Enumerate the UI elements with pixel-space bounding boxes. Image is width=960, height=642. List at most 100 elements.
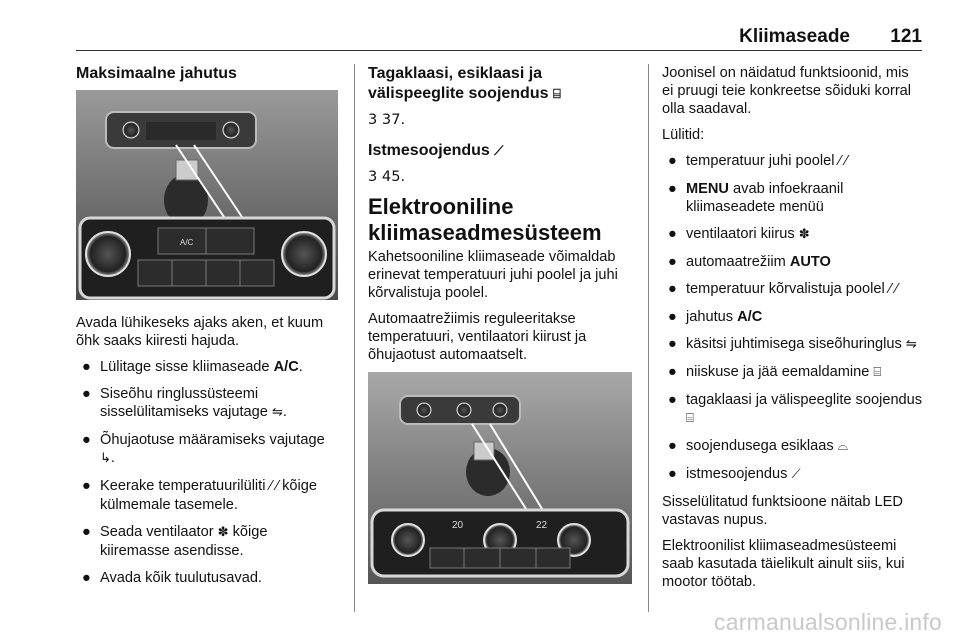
bullet-icon: ●	[668, 226, 677, 242]
column-2: Tagaklaasi, esiklaasi ja välispeeglite s…	[368, 64, 634, 584]
bullet-icon: ●	[668, 364, 677, 380]
chapter-title: Elektrooniline kliimaseadmesüsteem	[368, 194, 602, 245]
switches-label: Lülitid:	[662, 127, 705, 143]
list-item: ● temperatuur kõrvalistuja poolel ⁄ ⁄	[662, 280, 924, 299]
list-item: ●tagaklaasi ja välispeeglite soojendus ⌸	[662, 391, 924, 428]
control-name: A/C	[737, 309, 763, 325]
control-icon: ⟋	[791, 467, 801, 482]
list-item: ● MENU avab infoekraanil kliimaseadete me…	[662, 180, 924, 216]
bullet-icon: ●	[82, 478, 91, 494]
bullet-icon: ●	[82, 524, 91, 540]
climate-panel-photo: A/C	[76, 90, 338, 300]
bullet-icon: ●	[82, 432, 91, 448]
list-item: ● soojendusega esiklaas ⌓	[662, 437, 924, 456]
item-text: Avada kõik tuulutusavad.	[100, 570, 262, 586]
dual-zone-description: Kahetsooniline kliimaseade võimaldab eri…	[368, 249, 618, 301]
item-text: käsitsi juhtimisega siseõhuringlus	[686, 336, 906, 352]
control-icon: ⌸	[873, 365, 882, 380]
electronic-climate-panel-photo: 20 22	[368, 372, 632, 584]
item-text: Seada ventilaator	[100, 524, 218, 540]
control-name: MENU	[686, 181, 729, 197]
bullet-icon: ●	[82, 359, 91, 375]
list-item: ● ventilaatori kiirus ✽	[662, 225, 924, 244]
list-item: ● Lülitage sisse kliimaseade A/C.	[76, 358, 340, 376]
item-text: automaatrežiim	[686, 254, 790, 270]
control-name: A/C	[273, 359, 299, 375]
list-item: ●istmesoojendus ⟋	[662, 465, 924, 484]
seat-heating-icon: ⟋	[494, 144, 504, 159]
intro-text: Avada lühikeseks ajaks aken, et kuum õhk…	[76, 315, 324, 349]
bullet-icon: ●	[668, 336, 677, 352]
list-item: ● automaatrežiim AUTO	[662, 253, 924, 271]
control-icon: ⌸	[686, 411, 694, 426]
bullet-icon: ●	[668, 153, 677, 169]
item-text: temperatuur juhi poolel	[686, 153, 839, 169]
temperature-knob-icon: ⁄ ⁄	[269, 479, 279, 494]
bullet-icon: ●	[668, 438, 677, 454]
item-text-post: avab infoekraanil kliimaseadete menüü	[686, 181, 844, 215]
item-text-post: .	[282, 404, 287, 420]
max-cooling-steps: ● Lülitage sisse kliimaseade A/C. ● Siseõhu…	[76, 358, 340, 587]
reference-seat-heating: 3 45.	[368, 168, 634, 186]
led-note: Sisselülitatud funktsioone näitab LED va…	[662, 494, 903, 528]
fan-icon: ✽	[217, 525, 229, 540]
item-text: Õhujaotuse määramiseks vajutage	[100, 432, 325, 448]
column-1: Maksimaalne jahutus A/C Avada lühikeseks…	[76, 64, 340, 596]
item-text: Lülitage sisse kliimaseade	[100, 359, 274, 375]
list-item: ● Õhujaotuse määramiseks vajutage ↳.	[76, 431, 340, 468]
column-3: Joonisel on näidatud funktsioonid, mis e…	[662, 64, 924, 599]
column-divider-2	[648, 64, 649, 612]
item-text: temperatuur kõrvalistuja poolel	[686, 281, 889, 297]
photo-temp-right: 22	[536, 520, 548, 531]
item-text-post: .	[298, 359, 303, 375]
ref-seat-heating-text: 3 45.	[368, 168, 406, 185]
section-heading-seat-heating: Istmesoojendus ⟋	[368, 141, 634, 162]
watermark: carmanualsonline.info	[714, 609, 942, 635]
air-distribution-icon: ↳	[100, 451, 111, 466]
seat-heating-heading-text: Istmesoojendus	[368, 142, 490, 159]
photo-temp-left: 20	[452, 520, 464, 531]
control-name: AUTO	[789, 254, 831, 270]
bullet-icon: ●	[668, 254, 677, 270]
section-heading-max-cooling: Maksimaalne jahutus	[76, 65, 237, 82]
bullet-icon: ●	[668, 466, 677, 482]
section-heading-defrost: Tagaklaasi, esiklaasi ja välispeeglite s…	[368, 64, 634, 105]
page-title: Kliimaseade	[739, 26, 850, 47]
item-text: niiskuse ja jää eemaldamine	[686, 364, 874, 380]
defrost-heading-text: Tagaklaasi, esiklaasi ja välispeeglite s…	[368, 65, 549, 102]
item-text-post: kõige kiiremasse asendisse.	[100, 524, 268, 559]
item-text: soojendusega esiklaas	[686, 438, 838, 454]
auto-mode-description: Automaatrežiimis reguleeritakse temperat…	[368, 311, 587, 363]
reference-defrost: 3 37.	[368, 111, 634, 129]
photo-ac-label: A/C	[180, 238, 194, 247]
item-text: ventilaatori kiirus	[686, 226, 799, 242]
page-number: 121	[890, 26, 922, 47]
rear-defrost-icon: ⌸	[552, 87, 561, 102]
bullet-icon: ●	[668, 281, 677, 297]
control-icon: ⁄ ⁄	[838, 154, 847, 169]
item-text: Keerake temperatuurilüliti	[100, 478, 270, 494]
engine-note: Elektroonilist kliimaseadmesüsteemi saab…	[662, 538, 905, 590]
item-text-post: kõige külmemale tasemele.	[100, 478, 317, 513]
item-text-post: .	[110, 450, 115, 466]
item-text: Siseõhu ringlussüsteemi sisselülitamisek…	[100, 386, 272, 420]
list-item: ● niiskuse ja jää eemaldamine ⌸	[662, 363, 924, 382]
header-rule	[76, 50, 922, 51]
bullet-icon: ●	[668, 392, 677, 408]
bullet-icon: ●	[668, 181, 677, 197]
list-item: ● temperatuur juhi poolel ⁄ ⁄	[662, 152, 924, 171]
bullet-icon: ●	[82, 570, 91, 586]
page-header: Kliimaseade 121	[76, 22, 922, 48]
list-item: ● Keerake temperatuurilüliti ⁄ ⁄ kõige kü…	[76, 477, 340, 514]
bullet-icon: ●	[82, 386, 91, 402]
item-text: jahutus	[686, 309, 738, 325]
control-icon: ⁄ ⁄	[888, 282, 898, 297]
control-icon: ✽	[798, 227, 810, 242]
switches-list: ● temperatuur juhi poolel ⁄ ⁄ ● MENU avab i…	[662, 152, 924, 484]
column-divider-1	[354, 64, 355, 612]
list-item: ● käsitsi juhtimisega siseõhuringlus ⇋	[662, 335, 924, 354]
ref-defrost-text: 3 37.	[368, 111, 406, 128]
control-icon: ⌓	[837, 439, 849, 454]
control-icon: ⇋	[905, 337, 917, 352]
list-item: ● Avada kõik tuulutusavad.	[76, 569, 340, 587]
